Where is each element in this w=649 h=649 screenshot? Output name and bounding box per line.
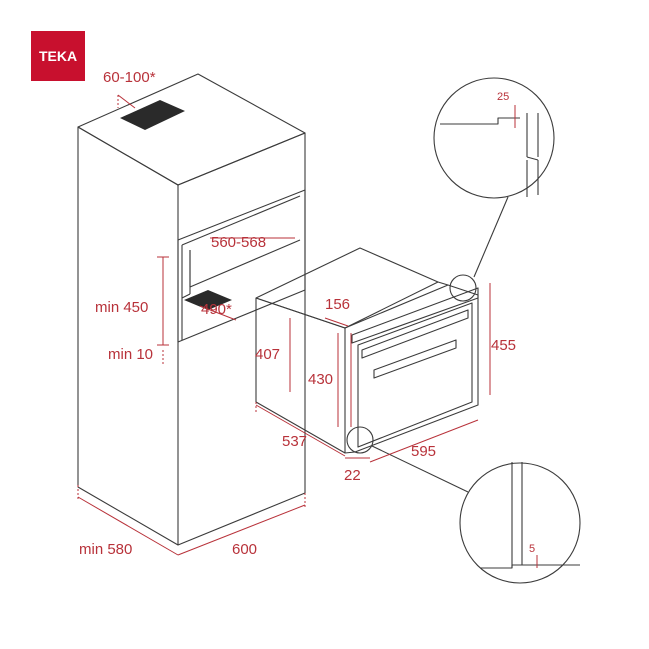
oven-handle	[373, 339, 457, 379]
vent-slot-inner	[184, 290, 232, 310]
cabinet-front-face	[177, 132, 306, 546]
detail-circle-bottom	[459, 462, 581, 584]
oven-door	[357, 302, 473, 448]
label-oven-height: 455	[491, 337, 516, 354]
label-oven-width: 595	[411, 443, 436, 460]
teka-logo: TEKA	[31, 31, 85, 81]
dimension-lines	[77, 94, 538, 568]
detail-circle-top	[433, 77, 555, 199]
label-oven-offset: 156	[325, 296, 350, 313]
detail-marker-bottom	[346, 426, 374, 454]
label-oven-body-height: 407	[255, 346, 280, 363]
label-cavity-min-height: min 450	[95, 299, 148, 316]
label-cabinet-width: 600	[232, 541, 257, 558]
cabinet-top-face	[77, 73, 306, 186]
cabinet-outline	[77, 73, 581, 584]
label-oven-depth: 537	[282, 433, 307, 450]
label-oven-front-gap: 22	[344, 467, 361, 484]
label-oven-inner-height: 430	[308, 371, 333, 388]
label-detail-bottom: 5	[529, 543, 535, 555]
oven-top-face	[255, 247, 439, 329]
label-vent-range: 60-100*	[103, 69, 156, 86]
label-vent-depth: 490*	[201, 301, 232, 318]
detail-marker-top	[449, 274, 477, 302]
label-cavity-width: 560-568	[211, 234, 266, 251]
oven-control-strip	[351, 287, 479, 344]
label-cabinet-min-depth: min 580	[79, 541, 132, 558]
vent-slot-top	[120, 100, 185, 130]
label-min-gap: min 10	[108, 346, 153, 363]
label-detail-top: 25	[497, 91, 509, 103]
cavity-opening	[177, 189, 306, 343]
